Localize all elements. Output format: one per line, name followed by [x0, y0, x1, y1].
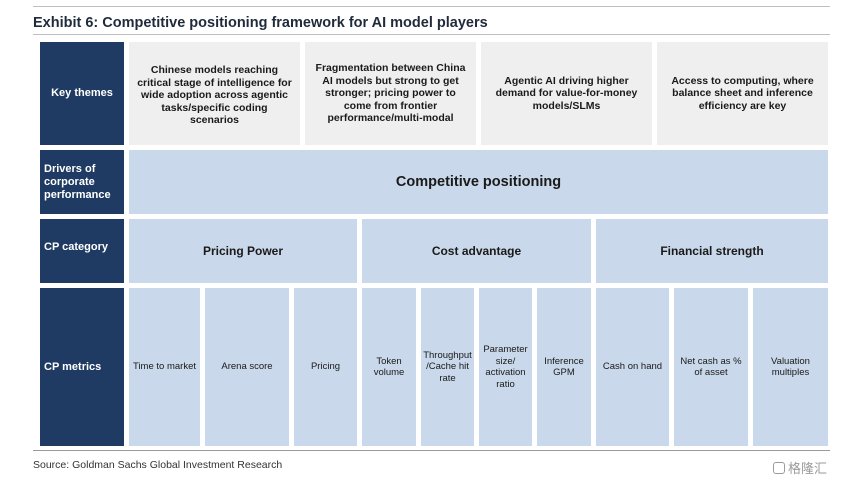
metric-arena-score: Arena score [205, 288, 289, 446]
metric-throughput-cache-hit-rate: Throughput /Cache hit rate [421, 288, 474, 446]
category-pricing-power: Pricing Power [129, 219, 357, 283]
metric-net-cash-pct-of-asset: Net cash as % of asset [674, 288, 748, 446]
title-rule [33, 34, 830, 35]
theme-cell-3: Agentic AI driving higher demand for val… [481, 42, 652, 145]
metric-valuation-multiples: Valuation multiples [753, 288, 828, 446]
category-cost-advantage: Cost advantage [362, 219, 591, 283]
metric-pricing: Pricing [294, 288, 357, 446]
row-label-cp-category: CP category [40, 219, 124, 283]
watermark: 格隆汇 [773, 458, 827, 477]
row-label-cp-metrics: CP metrics [40, 288, 124, 446]
exhibit-title: Exhibit 6: Competitive positioning frame… [33, 15, 488, 31]
metric-token-volume: Token volume [362, 288, 416, 446]
theme-cell-4: Access to computing, where balance sheet… [657, 42, 828, 145]
driver-band: Competitive positioning [129, 150, 828, 214]
theme-cell-1: Chinese models reaching critical stage o… [129, 42, 300, 145]
watermark-logo-icon [773, 461, 785, 474]
metric-inference-gpm: Inference GPM [537, 288, 591, 446]
theme-cell-2: Fragmentation between China AI models bu… [305, 42, 476, 145]
category-financial-strength: Financial strength [596, 219, 828, 283]
metric-parameter-size-activation-ratio: Parameter size/ activation ratio [479, 288, 532, 446]
metric-cash-on-hand: Cash on hand [596, 288, 669, 446]
top-rule [33, 6, 830, 7]
metric-time-to-market: Time to market [129, 288, 200, 446]
row-label-key-themes: Key themes [40, 42, 124, 145]
watermark-text: 格隆汇 [788, 461, 828, 476]
row-label-drivers: Drivers of corporate performance [40, 150, 124, 214]
source-note: Source: Goldman Sachs Global Investment … [33, 459, 283, 471]
bottom-rule [33, 450, 830, 451]
